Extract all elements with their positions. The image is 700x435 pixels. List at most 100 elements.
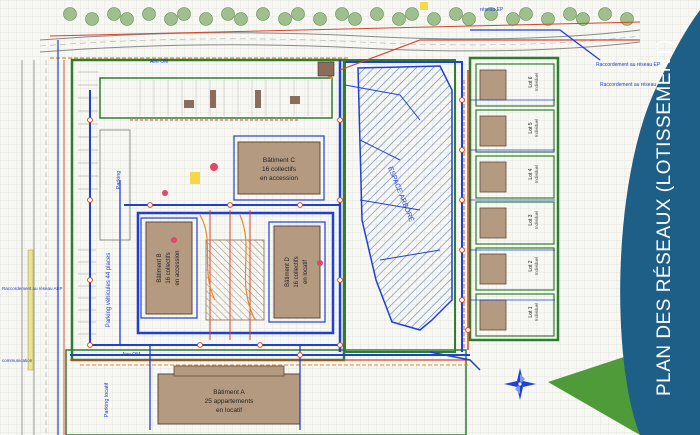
plan-title: PLAN DES RÉSEAUX (LOTISSEMENT) (654, 38, 675, 397)
lot-name: Lot 5 (528, 122, 534, 133)
building-d-line3: en locatif (303, 260, 309, 284)
lot-type: Individuel (534, 303, 539, 321)
tree-icon (63, 7, 77, 21)
tree-icon (563, 7, 577, 21)
manhole-icon (459, 197, 465, 203)
tree-icon (392, 12, 406, 26)
parking-small-label: Parking (116, 171, 122, 190)
raccord-left-label: Raccordement au réseau AEP (2, 286, 63, 291)
manhole-icon (459, 247, 465, 253)
tree-icon (278, 12, 292, 26)
manhole-icon (147, 202, 153, 208)
aire-om-label-2: Aire OM (122, 352, 140, 358)
tree-icon (427, 12, 441, 26)
raccord-ep-label: Raccordement au réseau EP (596, 62, 661, 68)
tree-icon (313, 12, 327, 26)
tree-icon (107, 7, 121, 21)
tree-row (63, 7, 634, 26)
manhole-icon (337, 197, 343, 203)
lot-type: Individuel (534, 211, 539, 229)
manhole-icon (465, 327, 471, 333)
tree-icon (335, 7, 349, 21)
building-b-name: Bâtiment B (157, 253, 163, 282)
tree-icon (164, 12, 178, 26)
tree-icon (85, 12, 99, 26)
manhole-icon (87, 117, 93, 123)
tree-icon (506, 12, 520, 26)
tree-icon (199, 12, 213, 26)
tree-icon (484, 7, 498, 21)
building-d-line2: 16 collectifs (294, 256, 300, 287)
building-d-name: Bâtiment D (285, 256, 291, 286)
manhole-icon (227, 202, 233, 208)
tree-icon (620, 12, 634, 26)
building-c-line3: en accession (260, 175, 298, 182)
raccord-ep-label-2: Raccordement au réseau EP (600, 82, 665, 88)
left-road (21, 40, 65, 435)
lot-type: Individuel (534, 257, 539, 275)
building-a-line3: en locatif (216, 407, 242, 414)
manhole-icon (87, 197, 93, 203)
manhole-icon (87, 342, 93, 348)
tree-icon (120, 12, 134, 26)
building-c: Bâtiment C 16 collectifs en accession (233, 135, 325, 201)
building-b-line3: en accession (175, 250, 181, 285)
lot-name: Lot 3 (528, 214, 534, 225)
manhole-icon (337, 117, 343, 123)
manhole-icon (297, 202, 303, 208)
building-d: Bâtiment D 16 collectifs en locatif (268, 221, 326, 323)
network-nodes (87, 97, 471, 358)
lot-type: Individuel (534, 73, 539, 91)
manhole-icon (257, 342, 263, 348)
title-band (620, 10, 700, 435)
lot-name: Lot 4 (528, 168, 534, 179)
manhole-icon (337, 277, 343, 283)
compass-rose-icon (504, 368, 536, 400)
building-c-line2: 16 collectifs (262, 166, 297, 173)
lot-type: Individuel (534, 165, 539, 183)
tree-icon (221, 7, 235, 21)
tree-icon (462, 12, 476, 26)
tree-icon (291, 7, 305, 21)
equipment (184, 61, 335, 108)
tree-icon (177, 7, 191, 21)
building-b: Bâtiment B 16 collectifs en accession (140, 217, 198, 319)
network-lines (70, 29, 640, 430)
lot-name: Lot 1 (528, 306, 534, 317)
aire-om-label: Aire OM (150, 59, 168, 65)
manhole-icon (197, 342, 203, 348)
lot-type: Individuel (534, 119, 539, 137)
tree-icon (405, 7, 419, 21)
tree-icon (234, 12, 248, 26)
building-a-name: Bâtiment A (213, 389, 245, 396)
top-network-label: réseau EP (480, 7, 504, 13)
manhole-icon (337, 342, 343, 348)
top-road (39, 21, 641, 59)
building-a-line2: 25 appartements (205, 398, 255, 405)
lot-name: Lot 6 (528, 76, 534, 87)
tree-icon (519, 7, 533, 21)
building-b-line2: 16 collectifs (166, 252, 172, 283)
tree-icon (598, 7, 612, 21)
tree-icon (541, 12, 555, 26)
parking-label: Parking véhicules 44 places (106, 253, 112, 327)
building-a: Bâtiment A 25 appartements en locatif (157, 365, 301, 425)
manhole-icon (87, 277, 93, 283)
tree-icon (348, 12, 362, 26)
tree-icon (370, 7, 384, 21)
parking-locatif-label: Parking locatif (104, 382, 110, 417)
central-block (136, 211, 335, 335)
green-space-area (357, 65, 453, 331)
manhole-icon (297, 352, 303, 358)
lot-name: Lot 2 (528, 260, 534, 271)
